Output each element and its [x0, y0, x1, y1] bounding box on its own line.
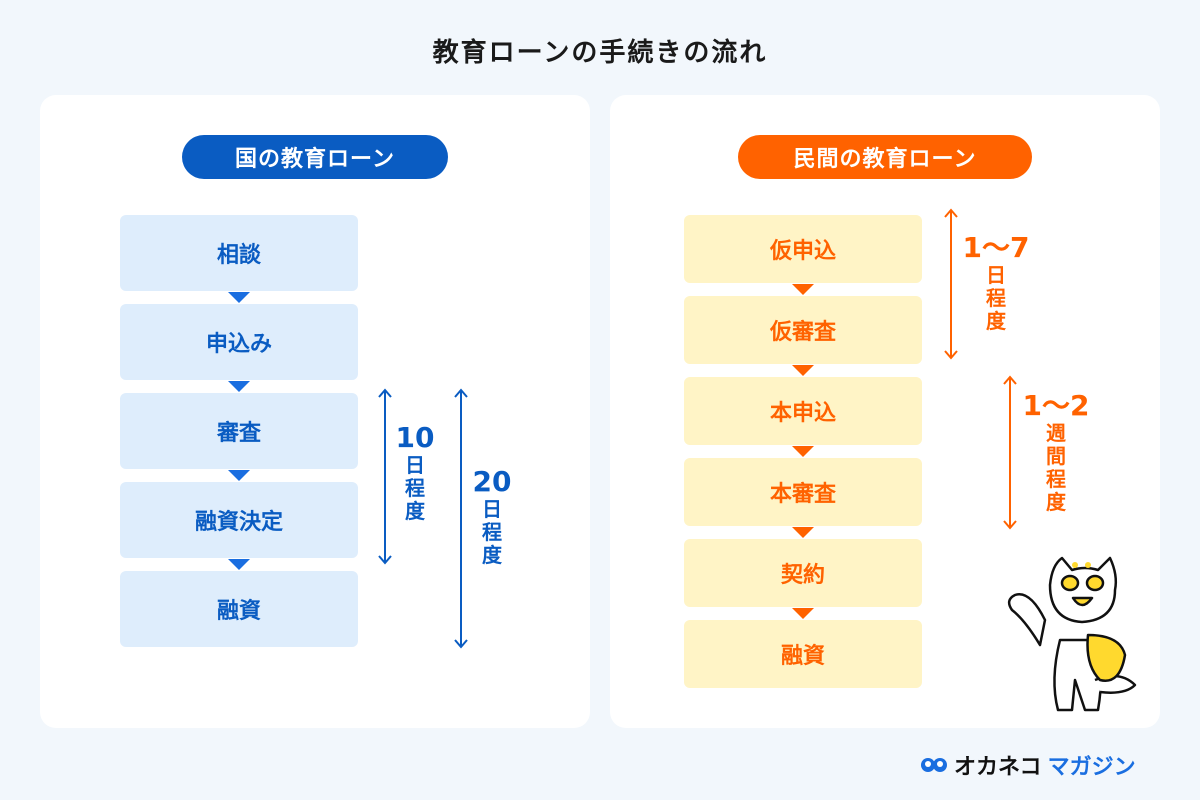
- step-box: 仮審査: [684, 296, 922, 364]
- flow-arrow-icon: [792, 365, 814, 376]
- flow-arrow-icon: [792, 608, 814, 619]
- cat-mascot-illustration: [1007, 556, 1137, 712]
- span-1-2-weeks: 1〜2 週 間 程 度: [1022, 389, 1090, 515]
- span-20-days: 20 日 程 度: [472, 465, 512, 568]
- duration-arrows-national: [378, 388, 468, 649]
- national-loan-heading: 国の教育ローン: [182, 135, 448, 179]
- step-box: 相談: [120, 215, 358, 291]
- flow-arrow-icon: [228, 559, 250, 570]
- step-box: 申込み: [120, 304, 358, 380]
- page-title: 教育ローンの手続きの流れ: [432, 38, 768, 68]
- flow-arrow-icon: [228, 292, 250, 303]
- span-10-days: 10 日 程 度: [395, 421, 435, 524]
- step-box: 本審査: [684, 458, 922, 526]
- flow-arrow-icon: [228, 381, 250, 392]
- flow-arrow-icon: [228, 470, 250, 481]
- step-box: 契約: [684, 539, 922, 607]
- step-box: 本申込: [684, 377, 922, 445]
- flow-arrow-icon: [792, 284, 814, 295]
- step-box: 融資: [120, 571, 358, 647]
- step-box: 審査: [120, 393, 358, 469]
- flow-arrow-icon: [792, 446, 814, 457]
- step-box: 融資決定: [120, 482, 358, 558]
- okaneko-magazine-logo: オカネコマガジン: [920, 749, 1136, 781]
- span-1-7-days: 1〜7 日 程 度: [962, 231, 1030, 334]
- private-loan-heading: 民間の教育ローン: [738, 135, 1032, 179]
- flow-arrow-icon: [792, 527, 814, 538]
- logo-mark-icon: [921, 758, 947, 772]
- step-box: 仮申込: [684, 215, 922, 283]
- duration-arrows-private: [944, 208, 1017, 530]
- step-box: 融資: [684, 620, 922, 688]
